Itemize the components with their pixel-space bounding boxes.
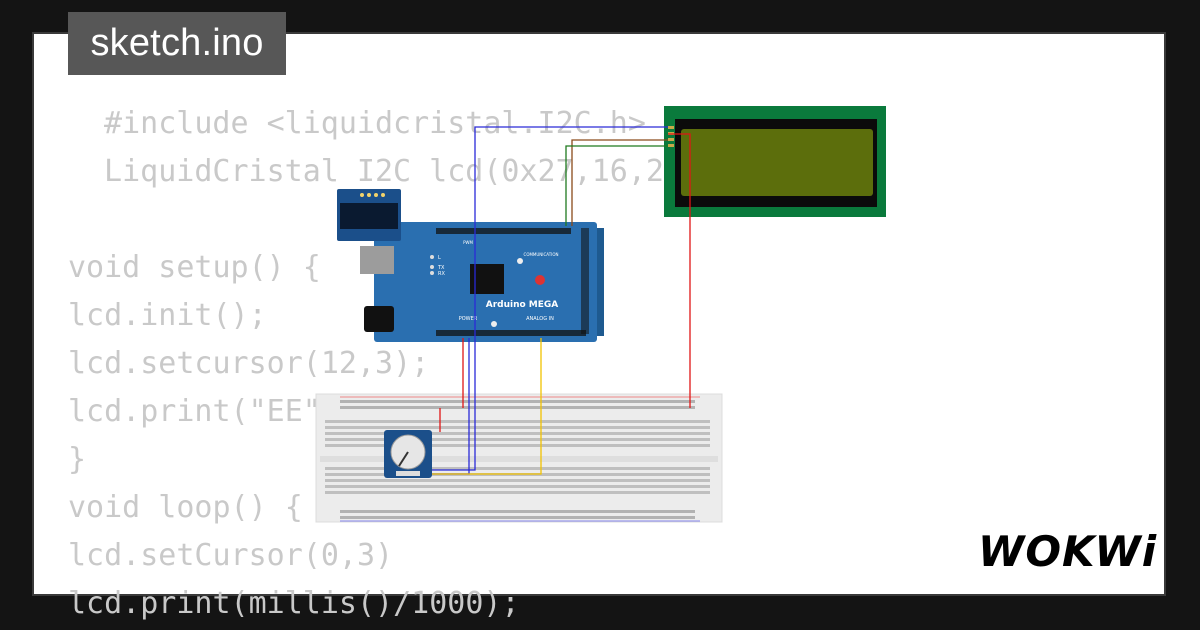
pwm-label: PWM xyxy=(463,240,473,245)
arduino-mega-board[interactable]: Arduino MEGA ANALOG IN POWER COMMUNICATI… xyxy=(360,222,604,342)
code-line-9: void loop() { xyxy=(68,490,303,525)
code-line-8: } xyxy=(68,442,87,477)
power-jack xyxy=(364,306,394,332)
potentiometer[interactable] xyxy=(384,430,432,478)
board-name: Arduino MEGA xyxy=(486,300,559,310)
code-line-1: #include <liquidcristal.I2C.h> xyxy=(86,106,646,141)
usb-connector xyxy=(360,246,394,274)
circuit-diagram: Arduino MEGA ANALOG IN POWER COMMUNICATI… xyxy=(315,106,886,523)
wire-green xyxy=(565,145,668,226)
wokwi-logo: WOKWi xyxy=(978,527,1156,576)
communication-label: COMMUNICATION xyxy=(524,252,559,257)
breadboard[interactable] xyxy=(315,393,723,523)
code-line-5: lcd.init(); xyxy=(68,298,267,333)
wires xyxy=(428,126,691,475)
file-tab[interactable]: sketch.ino xyxy=(68,12,286,75)
reset-button xyxy=(535,275,545,285)
wire-brown xyxy=(571,139,668,226)
project-card: #include <liquidcristal.I2C.h> LiquidCri… xyxy=(34,34,1164,621)
code-line-7: lcd.print("EE"); xyxy=(68,394,357,429)
mcu-chip xyxy=(470,264,504,294)
power-label: POWER xyxy=(459,316,478,322)
wire-red-lcd xyxy=(668,133,691,408)
wokwi-logo-text: WOKWi xyxy=(978,527,1157,576)
oled-display[interactable] xyxy=(337,189,401,241)
wire-yellow xyxy=(428,338,542,475)
analog-in-label: ANALOG IN xyxy=(526,316,554,322)
code-line-11: lcd.print(millis()/1000); xyxy=(68,586,520,621)
led-tx-label: TX xyxy=(437,265,445,271)
led-l-label: L xyxy=(438,255,441,261)
wire-blue xyxy=(428,126,668,471)
lcd1602-display[interactable] xyxy=(664,106,886,217)
code-line-6: lcd.setcursor(12,3); xyxy=(68,346,430,381)
code-editor: #include <liquidcristal.I2C.h> LiquidCri… xyxy=(34,34,1164,621)
code-line-4: void setup() { xyxy=(68,250,321,285)
code-line-10: lcd.setCursor(0,3) xyxy=(68,538,394,573)
code-line-2: LiquidCristal I2C lcd(0x27,16,2); xyxy=(86,154,701,189)
led-rx-label: RX xyxy=(438,271,445,277)
